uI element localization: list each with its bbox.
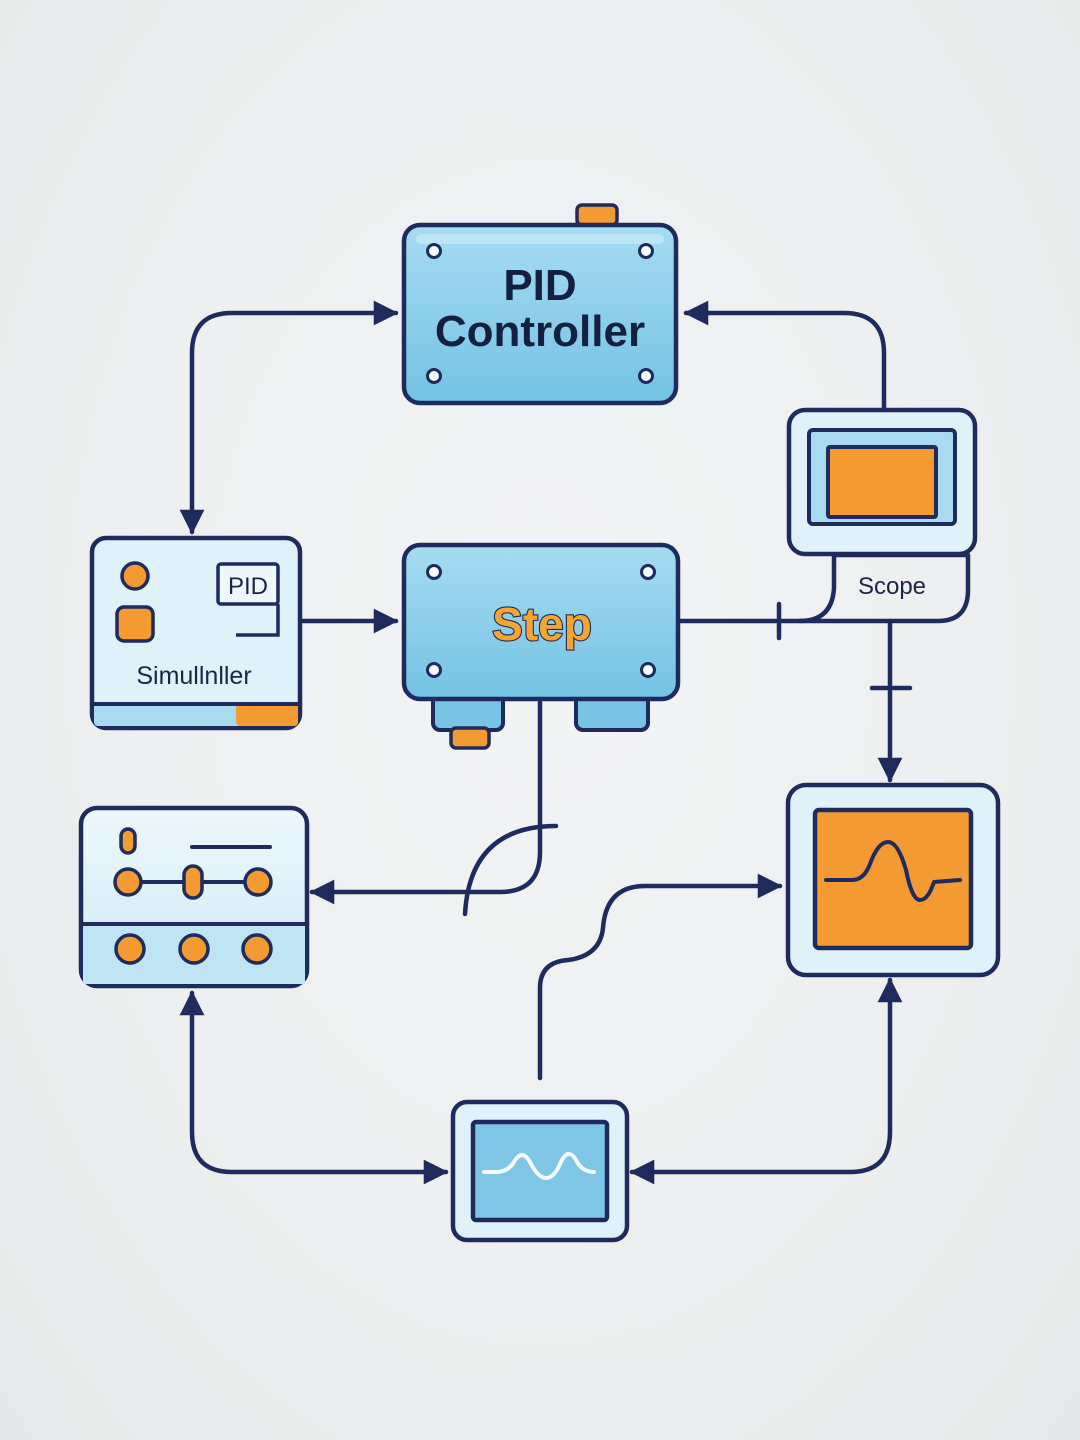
pid-top-port	[575, 203, 619, 227]
connector-oscilloscope-to-wave	[629, 977, 903, 1185]
oscilloscope-screen	[812, 807, 974, 951]
screw-icon	[640, 564, 656, 580]
pid-badge-label: PID	[228, 573, 268, 600]
panel-knob-icon	[178, 933, 210, 965]
indicator-button-icon	[115, 605, 155, 643]
connections	[179, 300, 971, 1185]
connector-panel-to-wave	[179, 990, 449, 1185]
screw-icon	[426, 368, 442, 384]
indicator-light-icon	[120, 561, 150, 591]
scope-label-frame	[797, 552, 971, 624]
wave-monitor-block[interactable]	[450, 1099, 630, 1243]
connector-wave-to-oscilloscope	[537, 873, 783, 1081]
pid-badge	[216, 562, 280, 606]
pid-controller-title-line2: Controller	[435, 307, 645, 356]
step-label: Step	[492, 598, 592, 650]
simulator-label: Simullnller	[136, 662, 251, 690]
simulator-footer-accent	[236, 704, 298, 726]
wave-monitor-screen	[470, 1119, 610, 1223]
connector-scope-to-pid	[683, 300, 887, 411]
pulse-wave-icon	[824, 840, 962, 902]
step-block[interactable]: Step	[401, 542, 681, 750]
connector-pid-to-simulator	[179, 300, 399, 535]
step-output-port	[449, 726, 491, 750]
scope-block[interactable]: Scope	[786, 407, 978, 600]
simulator-block[interactable]: PID Simullnller	[89, 535, 303, 731]
oscilloscope-block[interactable]	[785, 782, 1001, 978]
panel-knob-icon	[241, 933, 273, 965]
connector-step-to-scope	[677, 552, 837, 624]
connector-step-to-panel	[309, 699, 543, 905]
pid-controller-title-line1: PID	[503, 261, 576, 310]
scope-screen	[826, 445, 938, 519]
slider-knob-icon	[243, 867, 273, 897]
scope-label: Scope	[858, 573, 926, 600]
screw-icon	[640, 662, 656, 678]
slider-handle-icon	[182, 864, 204, 900]
screw-icon	[426, 243, 442, 259]
screw-icon	[638, 243, 654, 259]
connector-crossing-arc	[462, 823, 559, 917]
control-panel-block[interactable]	[78, 805, 310, 989]
screw-icon	[426, 564, 442, 580]
sine-wave-icon	[482, 1152, 596, 1180]
slider-knob-icon	[113, 867, 143, 897]
screw-icon	[638, 368, 654, 384]
panel-knob-icon	[114, 933, 146, 965]
screw-icon	[426, 662, 442, 678]
pid-controller-block[interactable]: PID Controller	[401, 203, 679, 406]
toggle-switch-icon	[119, 827, 137, 855]
